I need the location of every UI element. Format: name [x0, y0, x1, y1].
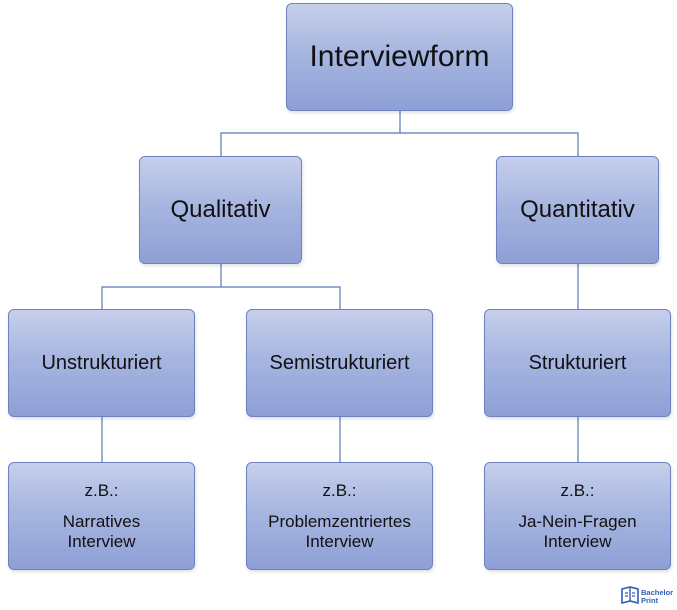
example-prefix: z.B.: [560, 480, 595, 500]
connector-qualitativ-to-unstrukturiert [101, 264, 222, 309]
node-label: Qualitativ [170, 196, 271, 224]
logo-text-line2: Print [641, 596, 659, 605]
node-quantitativ: Quantitativ [496, 156, 659, 264]
node-label: Interviewform [309, 39, 490, 73]
example-line2: Interview [305, 531, 374, 551]
node-semistrukturiert: Semistrukturiert [246, 309, 433, 417]
example-line1: Ja-Nein-Fragen [518, 512, 637, 532]
bachelorprint-logo: Bachelor Print [621, 586, 673, 605]
node-example-problemzentriertes-interview: z.B.: Problemzentriertes Interview [246, 462, 433, 570]
example-line2: Interview [67, 531, 136, 551]
node-label: Strukturiert [528, 351, 627, 374]
node-label: Semistrukturiert [269, 351, 410, 374]
node-label: Quantitativ [520, 196, 635, 224]
node-example-ja-nein-fragen-interview: z.B.: Ja-Nein-Fragen Interview [484, 462, 671, 570]
example-prefix: z.B.: [84, 480, 119, 500]
node-unstrukturiert: Unstrukturiert [8, 309, 195, 417]
example-line1: Narratives [62, 512, 141, 532]
connector-root-to-qualitativ [220, 111, 401, 156]
example-line1: Problemzentriertes [268, 512, 411, 532]
connector-root-to-quantitativ [400, 132, 579, 156]
example-line2: Interview [543, 531, 612, 551]
node-label: Unstrukturiert [41, 351, 162, 374]
node-example-narratives-interview: z.B.: Narratives Interview [8, 462, 195, 570]
node-strukturiert: Strukturiert [484, 309, 671, 417]
connector-qualitativ-to-semistrukturiert [221, 286, 341, 309]
node-qualitativ: Qualitativ [139, 156, 302, 264]
node-interviewform: Interviewform [286, 3, 513, 111]
book-icon [621, 586, 639, 605]
logo-text-line1: Bachelor [641, 588, 673, 597]
example-prefix: z.B.: [322, 480, 357, 500]
